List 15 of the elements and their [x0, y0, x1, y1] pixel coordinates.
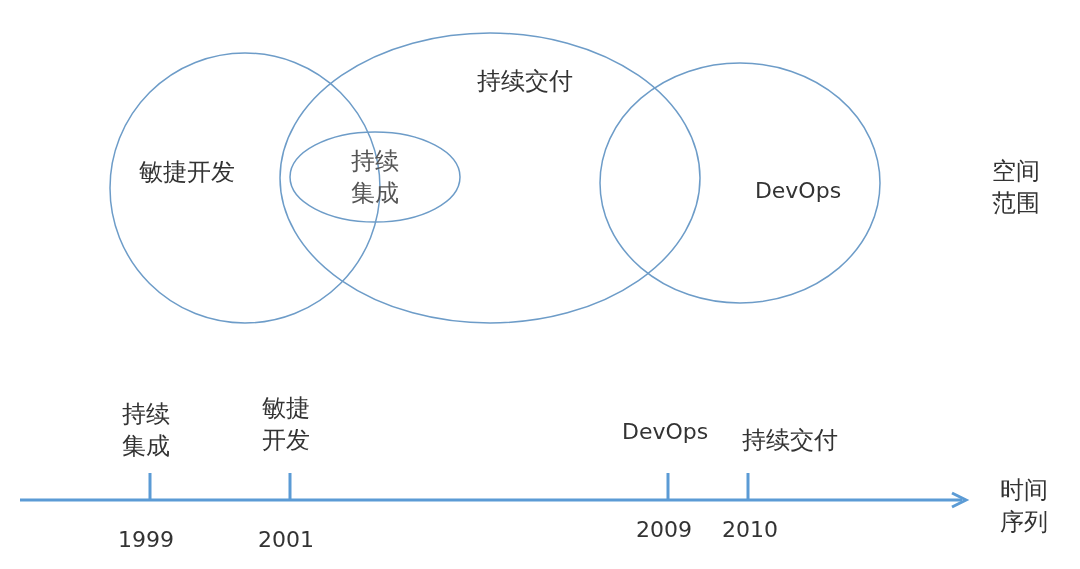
timeline-event-label: 持续交付: [742, 425, 838, 456]
timeline-event-label: 持续集成: [122, 399, 171, 462]
timeline-event-label: 敏捷开发: [262, 393, 311, 456]
venn-ellipse: [280, 33, 700, 323]
year-label: 2001: [258, 526, 314, 554]
year-label: 1999: [118, 526, 174, 554]
year-label: 2010: [722, 516, 778, 544]
ellipse-label: 持续交付: [476, 66, 574, 97]
axis-title: 时间序列: [1000, 475, 1049, 538]
axis-title: 空间范围: [992, 156, 1041, 219]
timeline-event-label: DevOps: [622, 418, 709, 446]
ellipse-label: 敏捷开发: [138, 157, 236, 188]
year-label: 2009: [636, 516, 692, 544]
venn-ellipse: [600, 63, 880, 303]
ellipse-label: DevOps: [753, 177, 843, 205]
